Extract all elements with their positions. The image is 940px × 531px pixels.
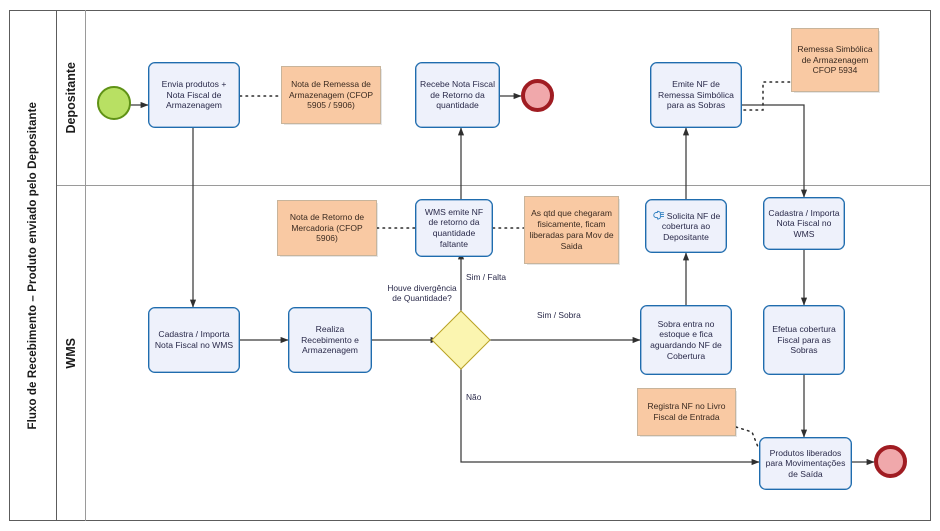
manual-task-hand-icon: [653, 210, 664, 220]
task-efetua-cobertura-fiscal[interactable]: Efetua cobertura Fiscal para as Sobras: [763, 305, 845, 375]
task-cadastra-nf-wms-2[interactable]: Cadastra / Importa Nota Fiscal no WMS: [763, 197, 845, 250]
task-realiza-recebimento[interactable]: Realiza Recebimento e Armazenagem: [288, 307, 372, 373]
note-registra-nf-livro: Registra NF no Livro Fiscal de Entrada: [637, 388, 736, 436]
lane-label-wms: WMS: [57, 186, 85, 521]
lane-wms-text: WMS: [64, 338, 78, 369]
flow-label-nao: Não: [466, 392, 482, 402]
end-event-depositante[interactable]: [521, 79, 554, 112]
start-event[interactable]: [97, 86, 131, 120]
pool-title: Fluxo de Recebimento – Produto enviado p…: [9, 10, 57, 521]
lane-depositante-text: Depositante: [64, 61, 78, 134]
note-nota-retorno-mercadoria: Nota de Retorno de Mercadoria (CFOP 5906…: [277, 200, 377, 256]
lane-divider: [57, 185, 930, 186]
flow-label-sim-sobra: Sim / Sobra: [537, 310, 581, 320]
end-event-wms[interactable]: [874, 445, 907, 478]
note-nota-remessa-armazenagem: Nota de Remessa de Armazenagem (CFOP 590…: [281, 66, 381, 124]
task-solicita-nf-cobertura[interactable]: Solicita NF de cobertura ao Depositante: [645, 199, 727, 253]
task-cadastra-nf-wms[interactable]: Cadastra / Importa Nota Fiscal no WMS: [148, 307, 240, 373]
task-produtos-liberados[interactable]: Produtos liberados para Movimentações de…: [759, 437, 852, 490]
task-wms-emite-nf-retorno[interactable]: WMS emite NF de retorno da quantidade fa…: [415, 199, 493, 257]
gateway-question-label: Houve divergência de Quantidade?: [387, 283, 457, 304]
task-emite-nf-remessa-simbolica[interactable]: Emite NF de Remessa Simbólica para as So…: [650, 62, 742, 128]
flow-label-sim-falta: Sim / Falta: [466, 272, 507, 282]
task-envia-produtos[interactable]: Envia produtos + Nota Fiscal de Armazena…: [148, 62, 240, 128]
task-recebe-nf-retorno[interactable]: Recebe Nota Fiscal de Retorno da quantid…: [415, 62, 500, 128]
note-remessa-simbolica: Remessa Simbólica de Armazenagem CFOP 59…: [791, 28, 879, 92]
lane-label-divider: [85, 10, 86, 521]
note-qtd-chegaram: As qtd que chegaram fisicamente, ficam l…: [524, 196, 619, 264]
task-sobra-entra-estoque[interactable]: Sobra entra no estoque e fica aguardando…: [640, 305, 732, 375]
pool-title-label: Fluxo de Recebimento – Produto enviado p…: [26, 101, 39, 430]
lane-label-depositante: Depositante: [57, 10, 85, 185]
